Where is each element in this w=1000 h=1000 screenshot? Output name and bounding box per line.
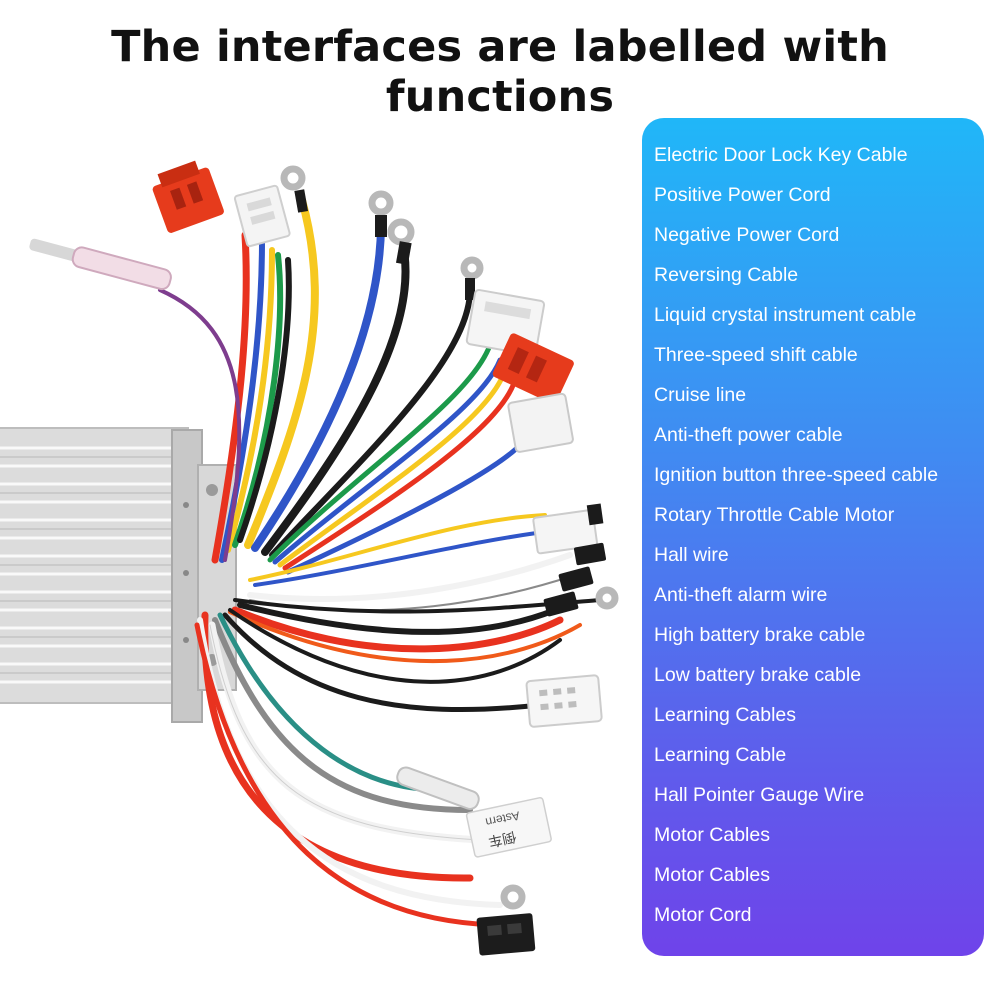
astern-label-tag: Astern 倒车 — [465, 796, 552, 858]
list-item: Motor Cord — [654, 904, 752, 926]
controller-body — [0, 427, 237, 723]
list-item: Hall wire — [654, 544, 729, 566]
list-item: High battery brake cable — [654, 624, 866, 646]
list-item: Anti-theft alarm wire — [654, 584, 828, 606]
headline: The interfaces are labelled with functio… — [111, 22, 889, 122]
list-item: Anti-theft power cable — [654, 424, 843, 446]
reverse-label-text: 倒车 — [487, 828, 518, 850]
list-item: Learning Cable — [654, 744, 787, 766]
list-item: Positive Power Cord — [654, 184, 831, 206]
list-item: Hall Pointer Gauge Wire — [654, 784, 865, 806]
list-item: Three-speed shift cable — [654, 344, 858, 366]
list-item: Motor Cables — [654, 864, 770, 886]
list-item: Cruise line — [654, 384, 747, 406]
list-item: Low battery brake cable — [654, 664, 862, 686]
function-list-panel: Electric Door Lock Key Cable Positive Po… — [642, 118, 984, 956]
connectors: Astern 倒车 — [29, 160, 619, 956]
list-item: Liquid crystal instrument cable — [654, 304, 917, 326]
list-item: Learning Cables — [654, 704, 797, 726]
list-item: Negative Power Cord — [654, 224, 840, 246]
list-item: Reversing Cable — [654, 264, 799, 286]
list-item: Electric Door Lock Key Cable — [654, 144, 908, 166]
wire-harness — [158, 196, 602, 928]
list-item: Motor Cables — [654, 824, 770, 846]
controller-product-image: Astern 倒车 — [0, 160, 619, 956]
list-item: Ignition button three-speed cable — [654, 464, 939, 486]
list-item: Rotary Throttle Cable Motor — [654, 504, 895, 526]
